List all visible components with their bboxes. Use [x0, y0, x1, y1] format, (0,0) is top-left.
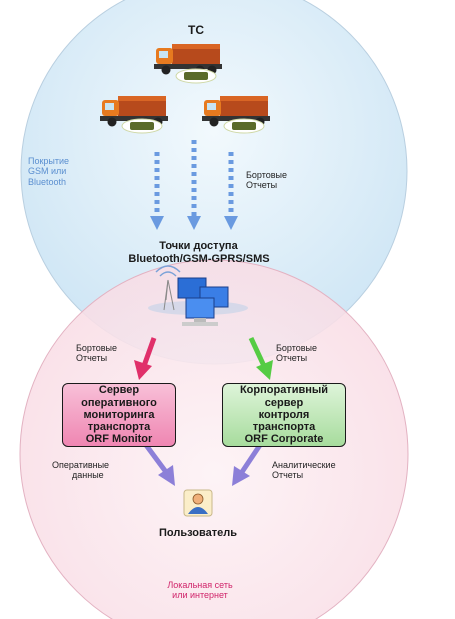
access-points-subtitle: Bluetooth/GSM-GPRS/SMS	[128, 253, 270, 265]
corporate-server-line: контроля	[258, 408, 310, 421]
network-label: Локальная сеть или интернет	[150, 580, 250, 601]
right-onboard-reports-label: Бортовые Отчеты	[276, 343, 317, 364]
orf-monitor-server-box: Сервер оперативного мониторинга транспор…	[62, 383, 176, 447]
coverage-label: Покрытие GSM или Bluetooth	[28, 156, 69, 187]
analytical-reports-label: Аналитические Отчеты	[272, 460, 336, 481]
truck-icon	[100, 96, 168, 127]
monitor-server-line: мониторинга	[83, 408, 155, 421]
purple-arrow-left	[143, 443, 175, 486]
green-arrow	[248, 336, 273, 380]
network-circle	[19, 259, 409, 619]
monitor-server-line: Сервер	[98, 384, 140, 397]
monitor-server-line: транспорта	[87, 421, 151, 434]
monitor-server-line: оперативного	[81, 396, 157, 409]
right-reports-line: Бортовые	[276, 343, 318, 353]
corporate-server-line: сервер	[264, 396, 304, 409]
orf-corporate-server-box: Корпоративный сервер контроля транспорта…	[222, 383, 346, 447]
operational-data-label: Оперативные данные	[52, 460, 109, 481]
coverage-label-line: Bluetooth	[28, 176, 67, 187]
analytical-reports-line: Отчеты	[272, 470, 304, 481]
dashed-arrow-center	[187, 140, 201, 230]
onboard-device-icon	[121, 118, 163, 134]
left-reports-line: Отчеты	[76, 353, 108, 364]
monitor-server-line: ORF Monitor	[85, 433, 153, 446]
onboard-device-icon	[223, 118, 265, 134]
vehicles-title: ТС	[188, 23, 204, 37]
coverage-label-line: GSM или	[28, 166, 67, 177]
network-label-line: или интернет	[172, 590, 228, 601]
onboard-device-icon	[175, 68, 217, 84]
left-reports-line: Бортовые	[76, 343, 118, 353]
corporate-server-line: ORF Corporate	[244, 433, 324, 446]
network-label-line: Локальная сеть	[167, 580, 233, 590]
operational-data-line: данные	[72, 470, 104, 481]
analytical-reports-line: Аналитические	[272, 460, 336, 470]
dashed-arrow-left	[150, 152, 164, 230]
dashed-arrow-right	[224, 152, 238, 230]
pink-arrow	[134, 337, 157, 380]
access-point-icon	[148, 265, 248, 326]
left-onboard-reports-label: Бортовые Отчеты	[76, 343, 117, 364]
purple-arrow-right	[232, 443, 263, 486]
onboard-reports-top-label: Бортовые Отчеты	[246, 170, 287, 191]
onboard-reports-line: Бортовые	[246, 170, 288, 180]
onboard-reports-line: Отчеты	[246, 180, 278, 191]
access-points-title: Точки доступа	[159, 240, 238, 252]
coverage-label-line: Покрытие	[28, 156, 70, 166]
operational-data-line: Оперативные	[52, 460, 110, 470]
corporate-server-line: Корпоративный	[239, 384, 329, 397]
corporate-server-line: транспорта	[252, 421, 316, 434]
right-reports-line: Отчеты	[276, 353, 308, 364]
user-icon	[183, 489, 213, 517]
user-label: Пользователь	[158, 527, 237, 539]
